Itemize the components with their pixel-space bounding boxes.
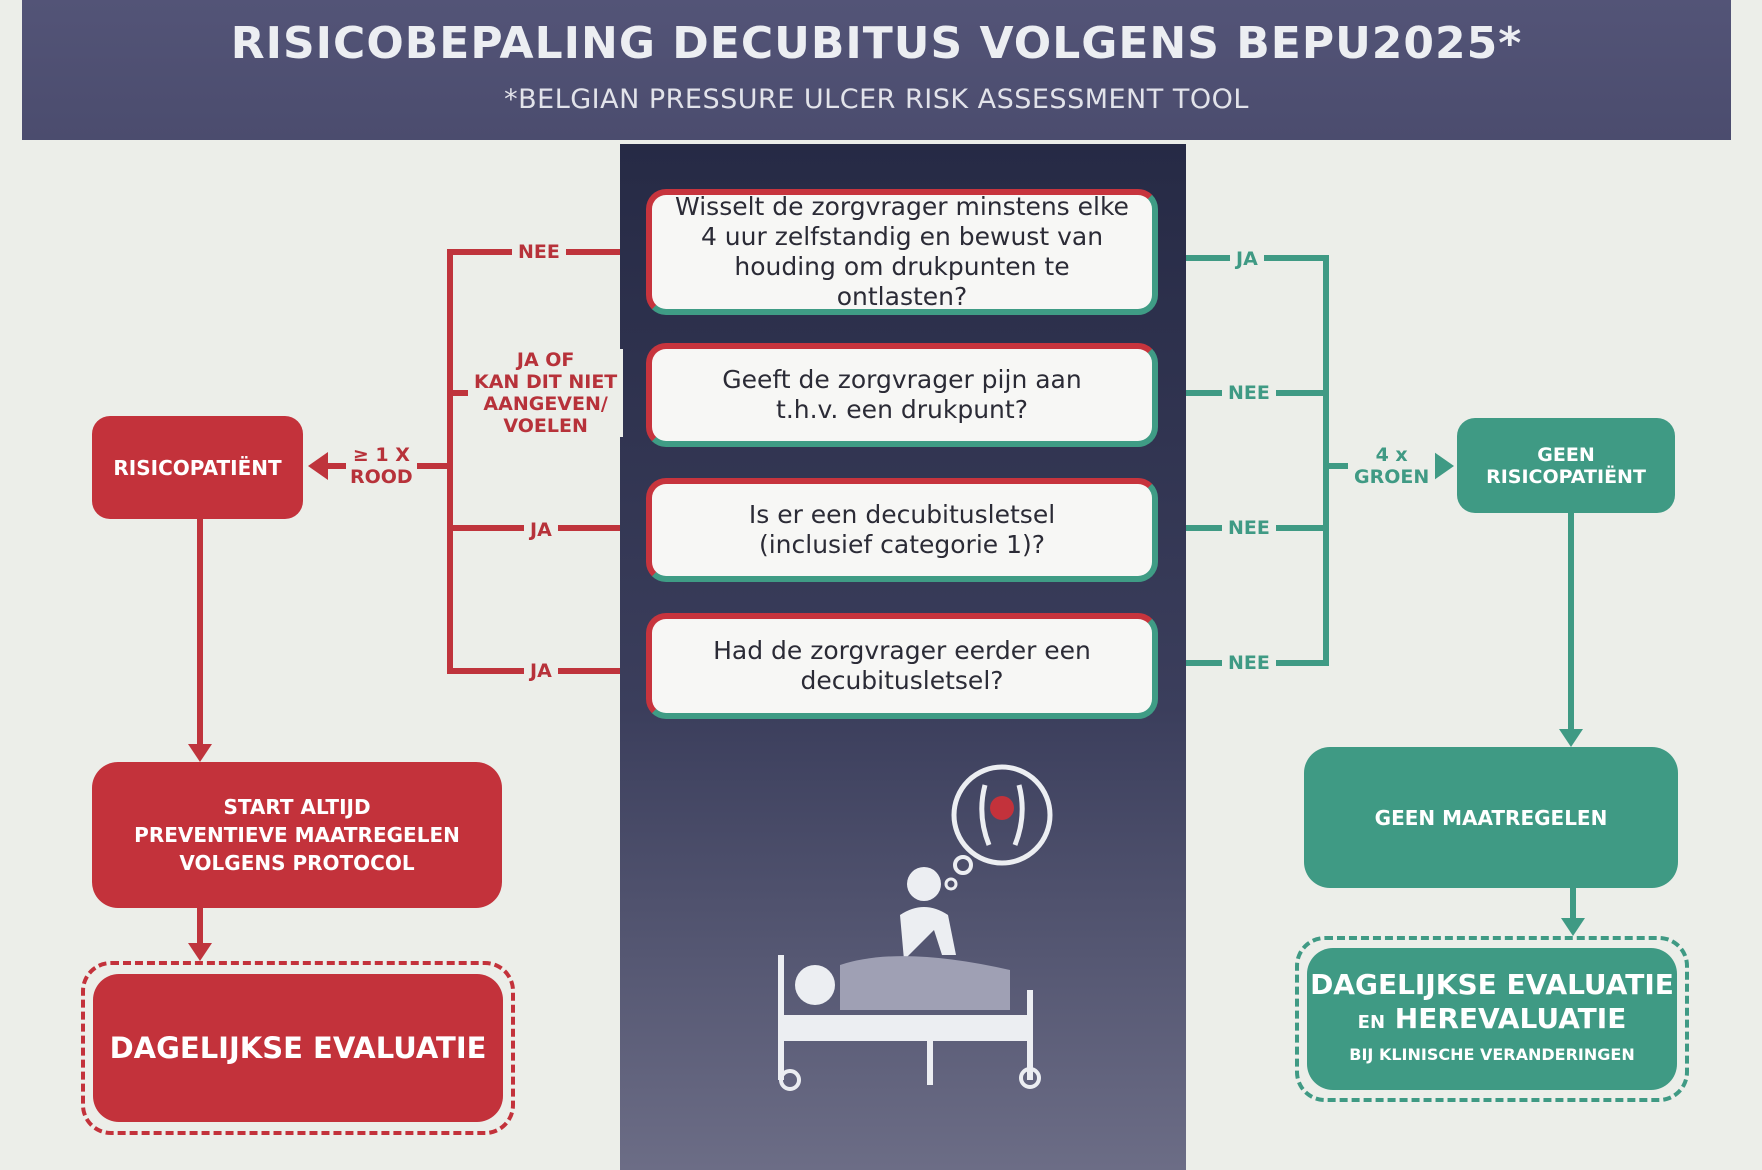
question-3-box: Is er een decubitusletsel (inclusief cat…	[646, 478, 1158, 582]
daily-evaluation-dashed-frame	[81, 961, 515, 1135]
daily-reevaluation-dashed-frame	[1295, 936, 1689, 1102]
reevaluation-line-1: DAGELIJKSE EVALUATIE	[1310, 968, 1674, 1001]
daily-evaluation-box: DAGELIJKSE EVALUATIE	[93, 974, 503, 1122]
poster-title: RISICOBEPALING DECUBITUS VOLGENS BEPU202…	[230, 18, 1523, 69]
answer-q4-red: JA	[524, 660, 558, 682]
answer-q4-green: NEE	[1222, 652, 1276, 674]
no-measures-box: GEEN MAATREGELEN	[1304, 747, 1678, 888]
patient-bed-illustration-icon	[778, 764, 1053, 1091]
question-1-box: Wisselt de zorgvrager minstens elke 4 uu…	[646, 189, 1158, 315]
reevaluation-en: EN	[1357, 1012, 1386, 1033]
risk-patient-box: RISICOPATIËNT	[92, 416, 303, 519]
reevaluation-line-3: BIJ KLINISCHE VERANDERINGEN	[1349, 1045, 1635, 1064]
arrow-down-icon	[188, 943, 212, 961]
arrow-down-icon	[188, 744, 212, 762]
reevaluation-line-2: HEREVALUATIE	[1394, 1002, 1627, 1035]
question-4-box: Had de zorgvrager eerder een decubitusle…	[646, 613, 1158, 719]
answer-q1-green: JA	[1230, 248, 1264, 270]
arrow-left-icon	[308, 452, 328, 480]
arrow-right-icon	[1434, 452, 1454, 480]
header-banner: RISICOBEPALING DECUBITUS VOLGENS BEPU202…	[22, 0, 1731, 140]
daily-reevaluation-box: DAGELIJKSE EVALUATIE EN HEREVALUATIE BIJ…	[1307, 948, 1677, 1090]
preventive-measures-box: START ALTIJD PREVENTIEVE MAATREGELEN VOL…	[92, 762, 502, 908]
poster-subtitle: *BELGIAN PRESSURE ULCER RISK ASSESSMENT …	[504, 84, 1249, 115]
answer-q2-green: NEE	[1222, 382, 1276, 404]
red-arrowheads	[188, 452, 328, 961]
arrow-down-icon	[1559, 729, 1583, 747]
green-condition-label: 4 x GROEN	[1348, 444, 1436, 488]
answer-q2-red: JA OF KAN DIT NIET AANGEVEN/ VOELEN	[468, 349, 624, 437]
answer-q3-red: JA	[524, 519, 558, 541]
arrow-down-icon	[1561, 918, 1585, 936]
red-condition-label: ≥ 1 X ROOD	[346, 444, 417, 488]
question-2-box: Geeft de zorgvrager pijn aan t.h.v. een …	[646, 343, 1158, 447]
answer-q1-red: NEE	[512, 241, 566, 263]
no-risk-patient-box: GEEN RISICOPATIËNT	[1457, 418, 1675, 513]
answer-q3-green: NEE	[1222, 517, 1276, 539]
green-arrowheads	[1434, 452, 1585, 936]
